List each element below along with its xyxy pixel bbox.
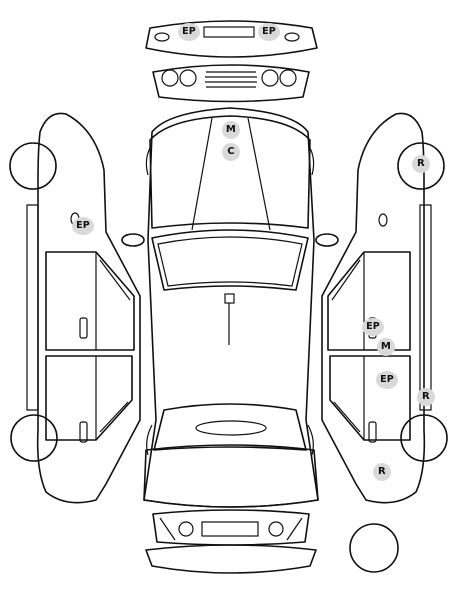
damage-marker-ep-front-bumper-left[interactable]: EP — [178, 23, 200, 41]
damage-marker-c-hood[interactable]: C — [222, 143, 240, 161]
car-top-view — [121, 107, 339, 508]
spare-wheel — [349, 523, 399, 573]
damage-marker-r-right-front-wheel[interactable]: R — [412, 155, 430, 173]
damage-marker-r-right-rear-wheel[interactable]: R — [417, 388, 435, 406]
rear-lights-view — [152, 509, 310, 546]
front-bumper-view — [145, 20, 318, 58]
damage-marker-m-right-front-door[interactable]: M — [377, 338, 395, 356]
damage-marker-ep-left-front-fender[interactable]: EP — [72, 217, 94, 235]
right-side-view — [321, 112, 448, 504]
damage-marker-m-hood[interactable]: M — [222, 121, 240, 139]
left-side-view — [9, 112, 141, 504]
damage-marker-ep-right-front-door[interactable]: EP — [362, 318, 384, 336]
front-grille-view — [152, 64, 310, 103]
damage-marker-ep-right-rear-door[interactable]: EP — [376, 371, 398, 389]
rear-bumper-view — [145, 544, 317, 574]
damage-marker-r-right-rear-quarter[interactable]: R — [373, 463, 391, 481]
damage-marker-ep-front-bumper-right[interactable]: EP — [258, 23, 280, 41]
